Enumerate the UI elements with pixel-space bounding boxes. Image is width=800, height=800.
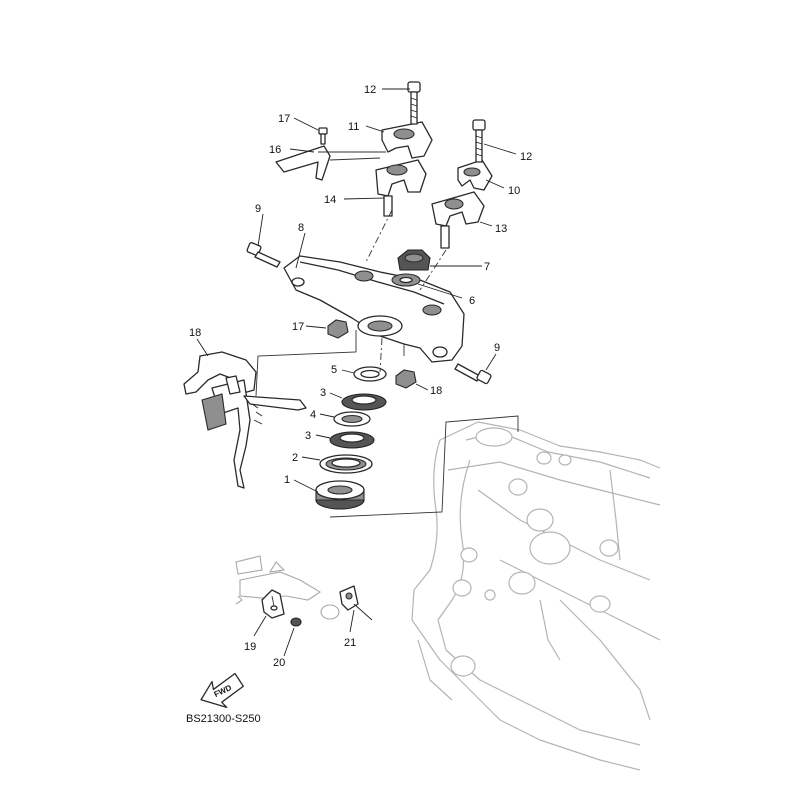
screw-20 [290,617,302,627]
upper-bracket-8 [283,255,465,363]
callout-15: 16 [269,144,281,156]
callout-3-upper: 3 [320,387,326,399]
callout-18: 18 [189,327,201,339]
nut-17-left [327,319,349,339]
callout-11: 11 [348,121,359,133]
callout-7: 7 [484,261,490,273]
callout-14: 14 [324,194,336,206]
callout-21: 21 [344,637,356,649]
ball-race-4 [333,411,371,427]
callout-9-right: 9 [494,342,500,354]
seal-5 [353,366,387,382]
callout-8: 8 [298,222,304,234]
pinch-bolt-9-left [246,242,281,268]
motorcycle-frame [411,421,661,771]
callout-20: 20 [273,657,285,669]
upper-handlebar-holder-11 [381,121,433,159]
callout-9-left: 9 [255,203,261,215]
lower-handlebar-holder-14 [375,159,427,217]
callout-19: 19 [244,641,256,653]
bracket-15 [275,145,331,181]
callout-leaders [196,88,517,657]
lower-handlebar-holder-13 [431,191,485,249]
washer-6 [391,273,421,287]
dust-seal-2 [319,454,373,474]
bearing-race-3-upper [341,393,387,411]
bolt-12-left [407,81,421,125]
callout-12-top: 12 [364,84,376,96]
callout-12-right: 12 [520,151,532,163]
bolt-12-right [472,119,486,163]
callout-5: 5 [331,364,337,376]
callout-3-lower: 3 [305,430,311,442]
instrument-bracket-18 [183,351,307,489]
callout-4: 4 [310,409,316,421]
callout-13: 13 [495,223,507,235]
callout-10: 10 [508,185,520,197]
callout-2: 2 [292,452,298,464]
assembly-guide-lines [255,151,447,607]
upper-handlebar-holder-10 [457,159,493,191]
nut-17-right [395,369,417,389]
bearing-race-3-lower [329,431,375,449]
callout-1: 1 [284,474,290,486]
callout-17-left: 17 [292,321,304,333]
pinch-bolt-9-right [454,363,492,385]
callout-6: 6 [469,295,475,307]
callout-16: 17 [278,113,290,125]
assembly-boundary-line [329,415,519,518]
bearing-1 [315,480,365,510]
callout-numbers: 12 11 17 16 14 12 10 13 9 8 7 6 17 18 9 … [189,84,532,669]
fwd-arrow-icon: FWD [200,672,244,709]
steering-nut-7 [397,249,431,271]
ghost-mounting-parts [235,555,340,620]
sensor-21 [339,585,373,621]
screw-16 [318,127,328,145]
callout-17-right: 18 [430,385,442,397]
drawing-code: BS21300-S250 [186,713,261,725]
